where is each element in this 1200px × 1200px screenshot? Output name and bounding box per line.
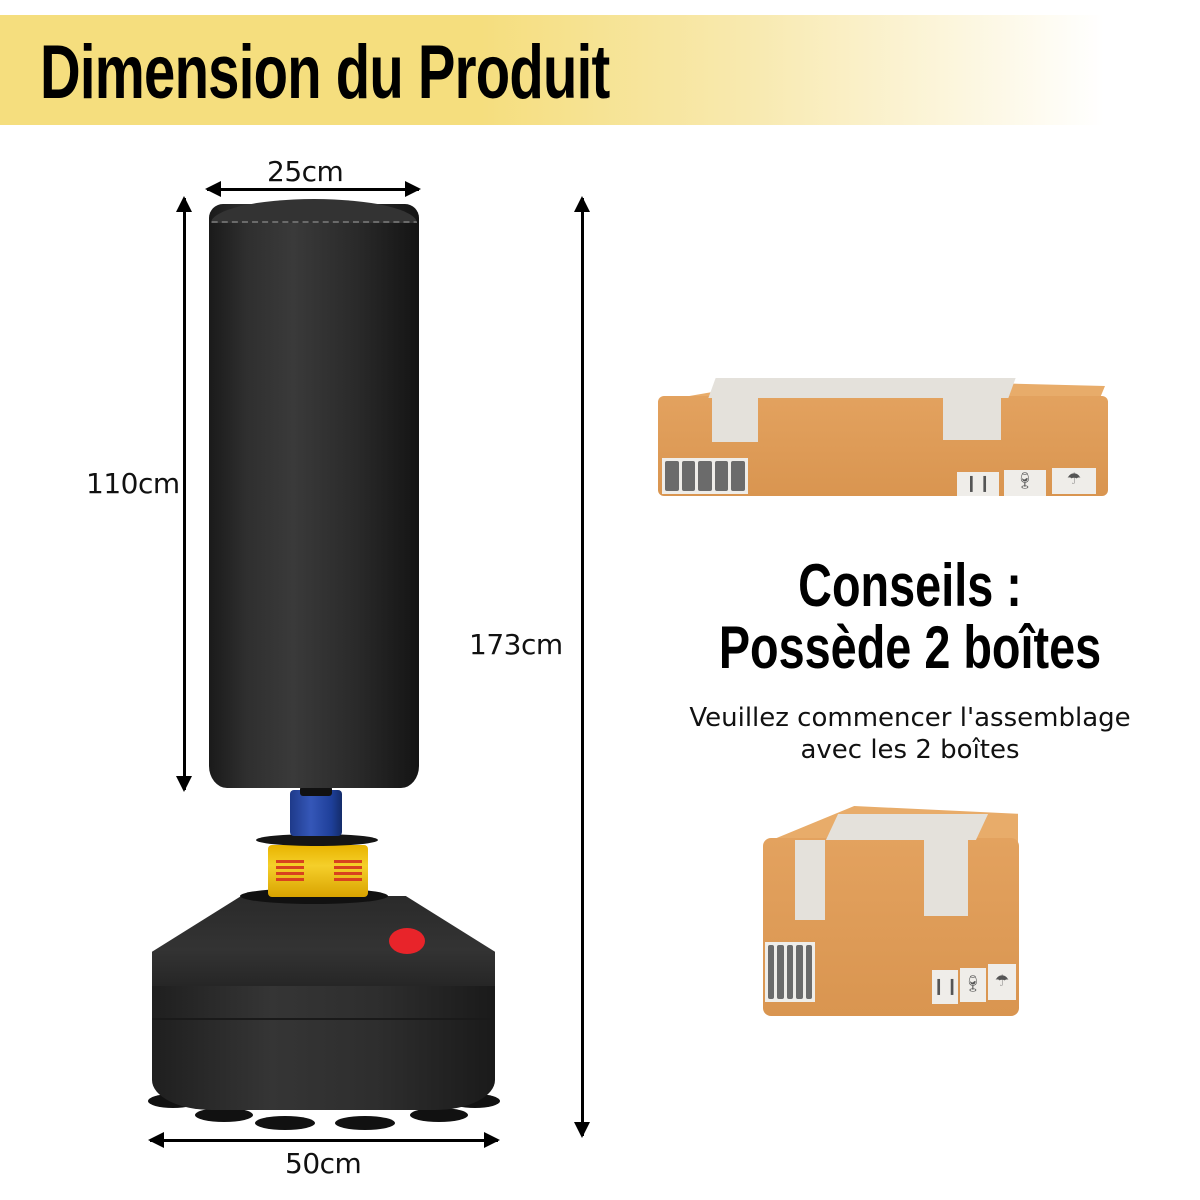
dim-width-top-arrow xyxy=(205,181,421,197)
bag-base-upper xyxy=(152,896,495,986)
tips-heading-line1: Conseils : xyxy=(798,552,1022,619)
suction-cup xyxy=(255,1116,315,1130)
page-title: Dimension du Produit xyxy=(40,30,610,115)
barcode-label xyxy=(662,458,748,494)
fragile-icon: 🍷︎ xyxy=(1004,470,1046,496)
tips-heading-line2: Possède 2 boîtes xyxy=(718,614,1102,681)
suction-cup xyxy=(410,1108,468,1122)
bag-base-seam xyxy=(152,1018,495,1020)
dim-base-width-arrow xyxy=(148,1132,500,1148)
box-tape xyxy=(795,840,825,920)
fragile-icon: 🍷︎ xyxy=(960,968,986,1002)
keep-dry-icon: ☂︎ xyxy=(1052,468,1096,494)
barcode-label xyxy=(765,942,815,1002)
dim-total-height-arrow xyxy=(574,196,590,1138)
bag-cylinder xyxy=(209,204,419,788)
keep-dry-icon: ☂︎ xyxy=(988,964,1016,1000)
dim-bag-height-label: 110cm xyxy=(86,467,180,500)
box-tape xyxy=(943,398,1001,440)
tips-body-line1: Veuillez commencer l'assemblage xyxy=(689,703,1131,733)
dim-base-width-label: 50cm xyxy=(285,1147,362,1180)
spring-right xyxy=(334,860,362,882)
dim-bag-height-arrow xyxy=(176,196,192,792)
suction-cup xyxy=(195,1108,253,1122)
tips-body-line2: avec les 2 boîtes xyxy=(800,735,1020,765)
suction-cup xyxy=(335,1116,395,1130)
box-tape xyxy=(708,378,1016,398)
tips-body: Veuillez commencer l'assemblage avec les… xyxy=(620,702,1200,766)
box-tape xyxy=(924,830,968,916)
spring-left xyxy=(276,860,304,882)
upper-mount-disc xyxy=(256,834,378,846)
post-collar xyxy=(300,786,332,796)
box-tape xyxy=(712,398,758,442)
fill-cap-icon xyxy=(389,928,425,954)
dim-width-top-label: 25cm xyxy=(267,155,344,188)
bag-top-stitching xyxy=(211,199,417,223)
this-side-up-icon: ❙❙ xyxy=(957,472,999,496)
this-side-up-icon: ❙❙ xyxy=(932,970,959,1004)
bag-base-lower xyxy=(152,982,495,1110)
connector-post xyxy=(290,790,342,836)
dim-total-height-label: 173cm xyxy=(469,628,563,661)
header-band: Dimension du Produit xyxy=(0,15,1200,125)
